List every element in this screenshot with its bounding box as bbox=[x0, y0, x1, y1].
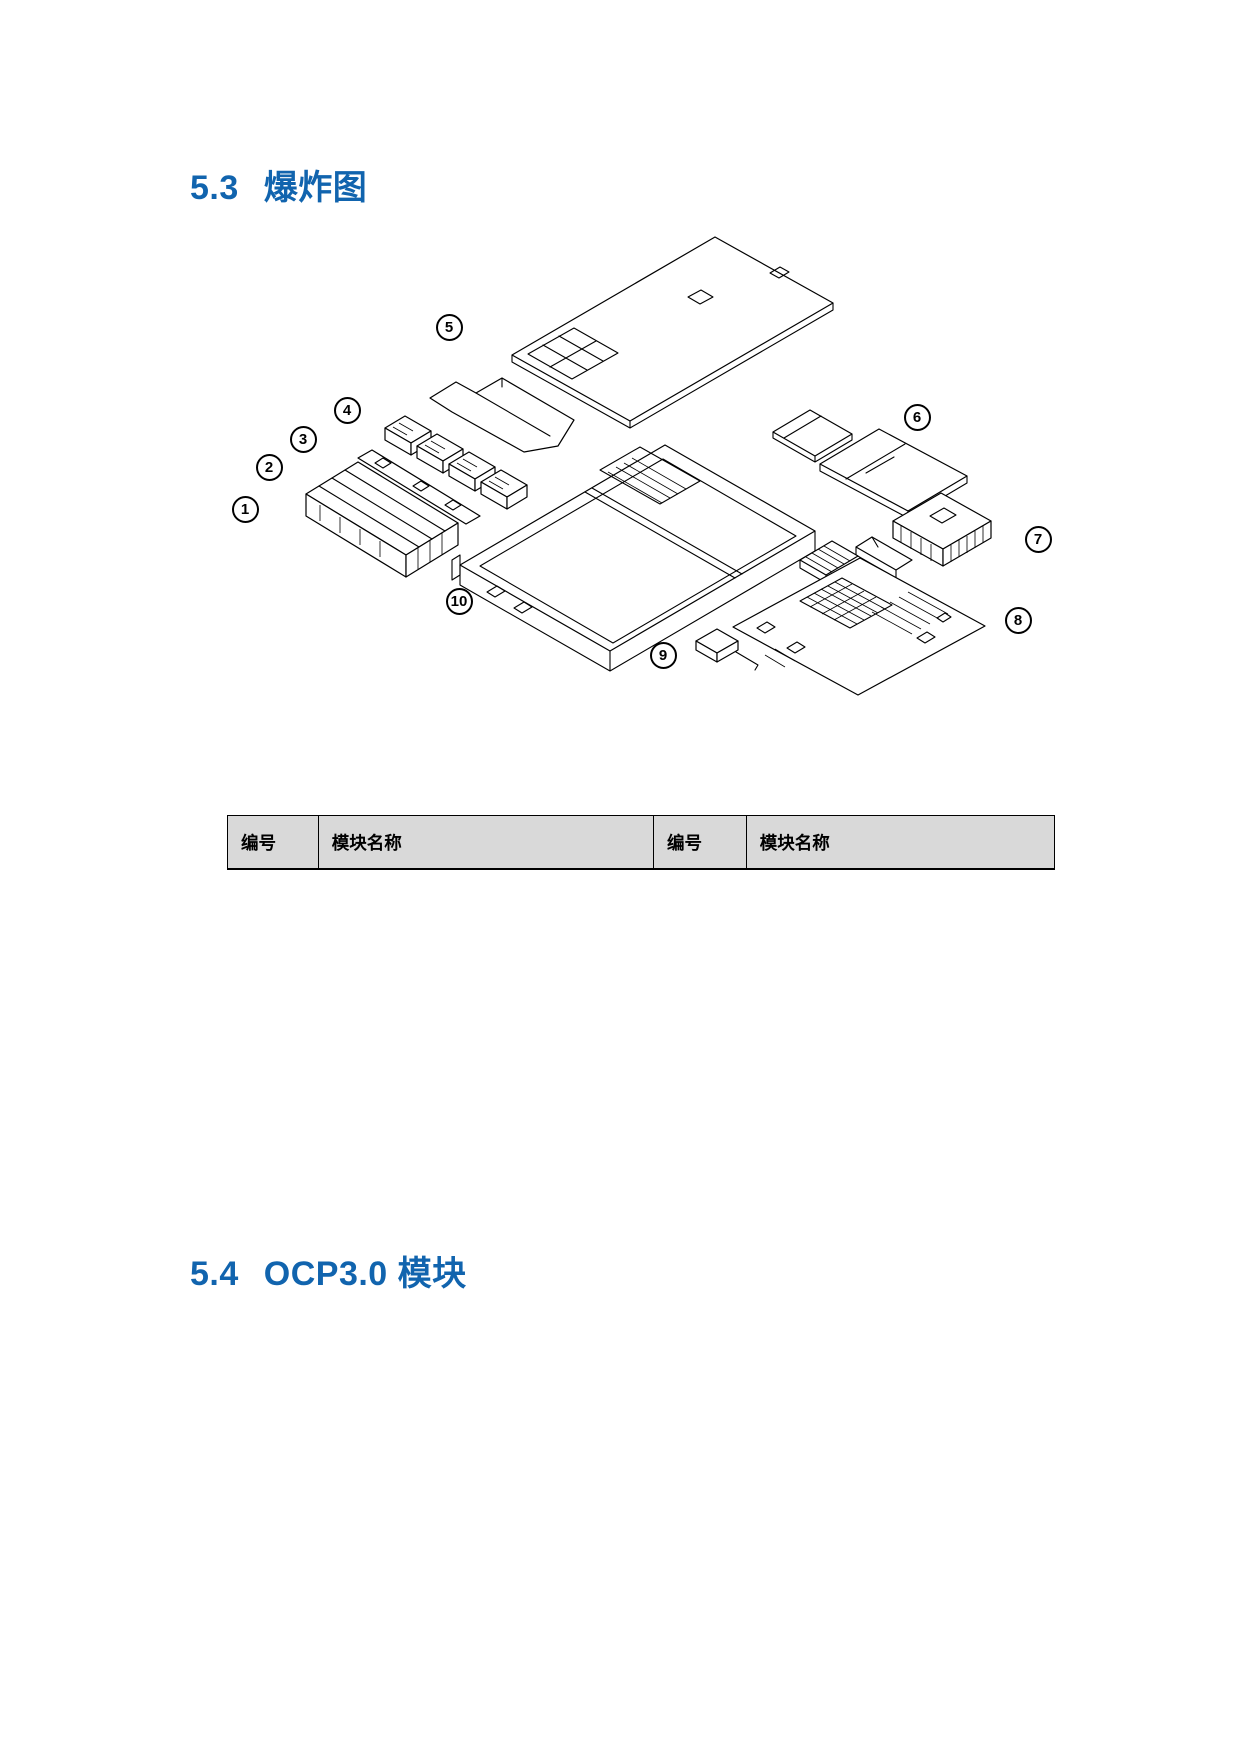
callout-6: 6 bbox=[903, 403, 931, 431]
callout-2: 2 bbox=[255, 453, 283, 481]
section-heading-exploded-view: 5.3 爆炸图 bbox=[190, 160, 367, 209]
hdd-cage-part bbox=[306, 462, 458, 577]
col-header-number-1: 编号 bbox=[228, 816, 319, 868]
section-title: OCP3.0 模块 bbox=[263, 1255, 467, 1293]
section-number: 5.4 bbox=[190, 1255, 239, 1293]
section-heading-ocp-module: 5.4 OCP3.0 模块 bbox=[190, 1246, 467, 1295]
col-header-number-2: 编号 bbox=[654, 816, 747, 868]
air-baffle-part bbox=[430, 378, 574, 452]
top-cover-part bbox=[512, 237, 833, 428]
motherboard-part bbox=[733, 558, 985, 695]
psu-cage-part bbox=[800, 541, 858, 583]
psu-part bbox=[893, 493, 991, 566]
support-rail-part bbox=[358, 450, 480, 524]
col-header-module-name-2: 模块名称 bbox=[759, 832, 830, 853]
chassis-part bbox=[452, 445, 815, 671]
col-header-module-name-1: 模块名称 bbox=[319, 816, 654, 868]
callout-1: 1 bbox=[231, 495, 259, 523]
callout-8: 8 bbox=[1004, 606, 1032, 634]
ocp-latch-part bbox=[696, 629, 758, 670]
fan-modules-part bbox=[385, 416, 527, 509]
section-number: 5.3 bbox=[190, 169, 239, 207]
callout-5: 5 bbox=[435, 313, 463, 341]
callout-7: 7 bbox=[1024, 525, 1052, 553]
psu-bracket-part bbox=[856, 537, 912, 578]
callout-3: 3 bbox=[289, 425, 317, 453]
section-title: 爆炸图 bbox=[263, 169, 368, 207]
callout-9: 9 bbox=[649, 641, 677, 669]
callout-4: 4 bbox=[333, 396, 361, 424]
parts-table-header: 编号 模块名称 编号 模块名称 bbox=[227, 815, 1055, 870]
air-duct-parts bbox=[773, 410, 967, 518]
callout-10: 10 bbox=[445, 587, 473, 615]
